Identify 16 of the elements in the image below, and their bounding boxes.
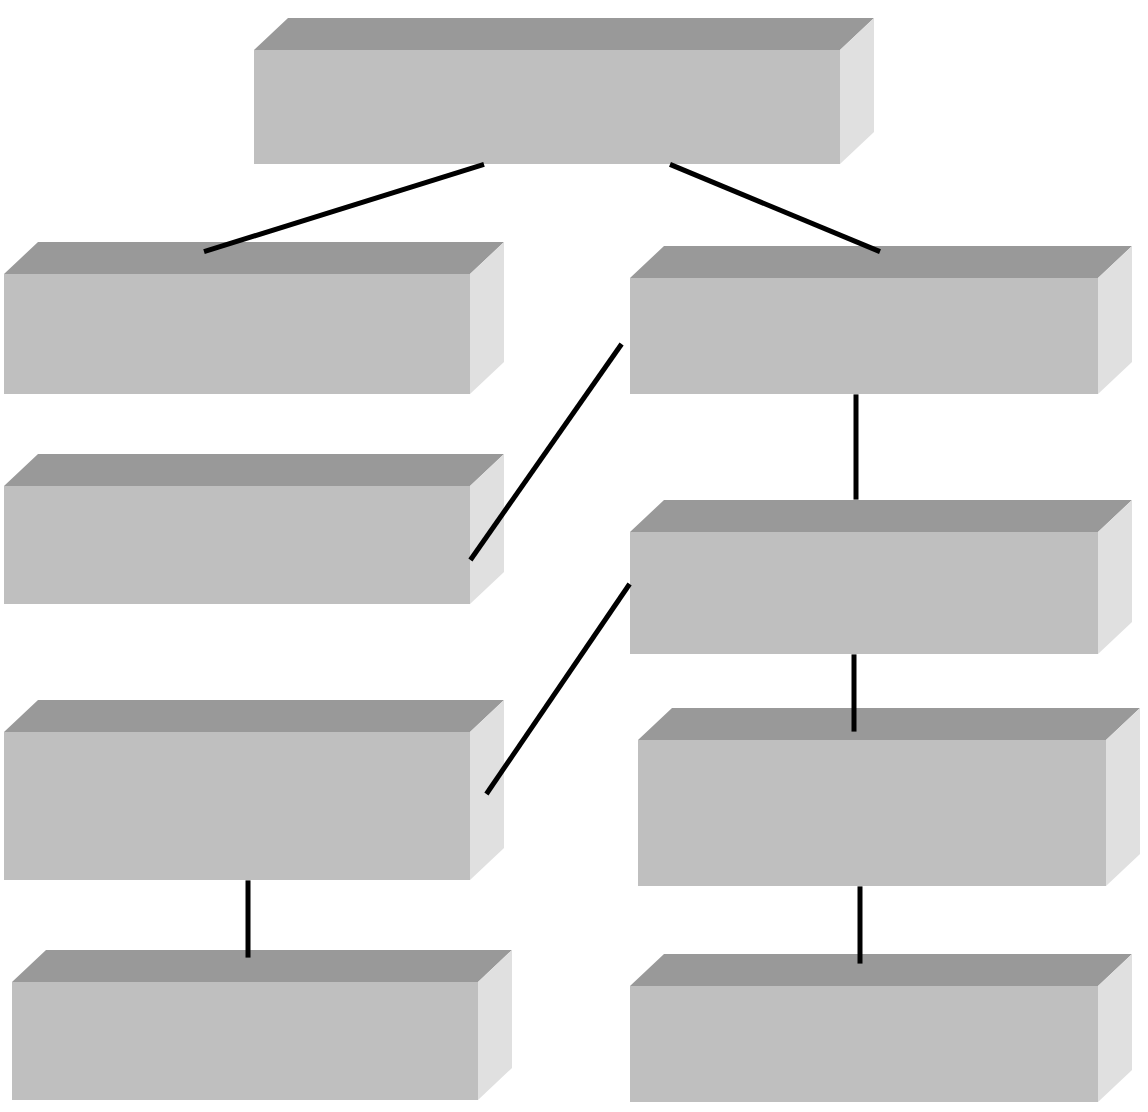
connector-line — [857, 886, 863, 964]
box — [4, 700, 504, 880]
box — [12, 950, 512, 1100]
connector-line — [484, 582, 632, 796]
box — [638, 708, 1140, 886]
box — [630, 246, 1132, 394]
box — [630, 954, 1132, 1102]
box — [4, 454, 504, 604]
connector-line — [203, 162, 485, 254]
box — [630, 500, 1132, 654]
connector-line — [468, 342, 624, 562]
box — [254, 18, 874, 164]
connector-line — [851, 654, 857, 732]
connector-line — [245, 880, 251, 958]
box — [4, 242, 504, 394]
connector-line — [853, 394, 859, 500]
